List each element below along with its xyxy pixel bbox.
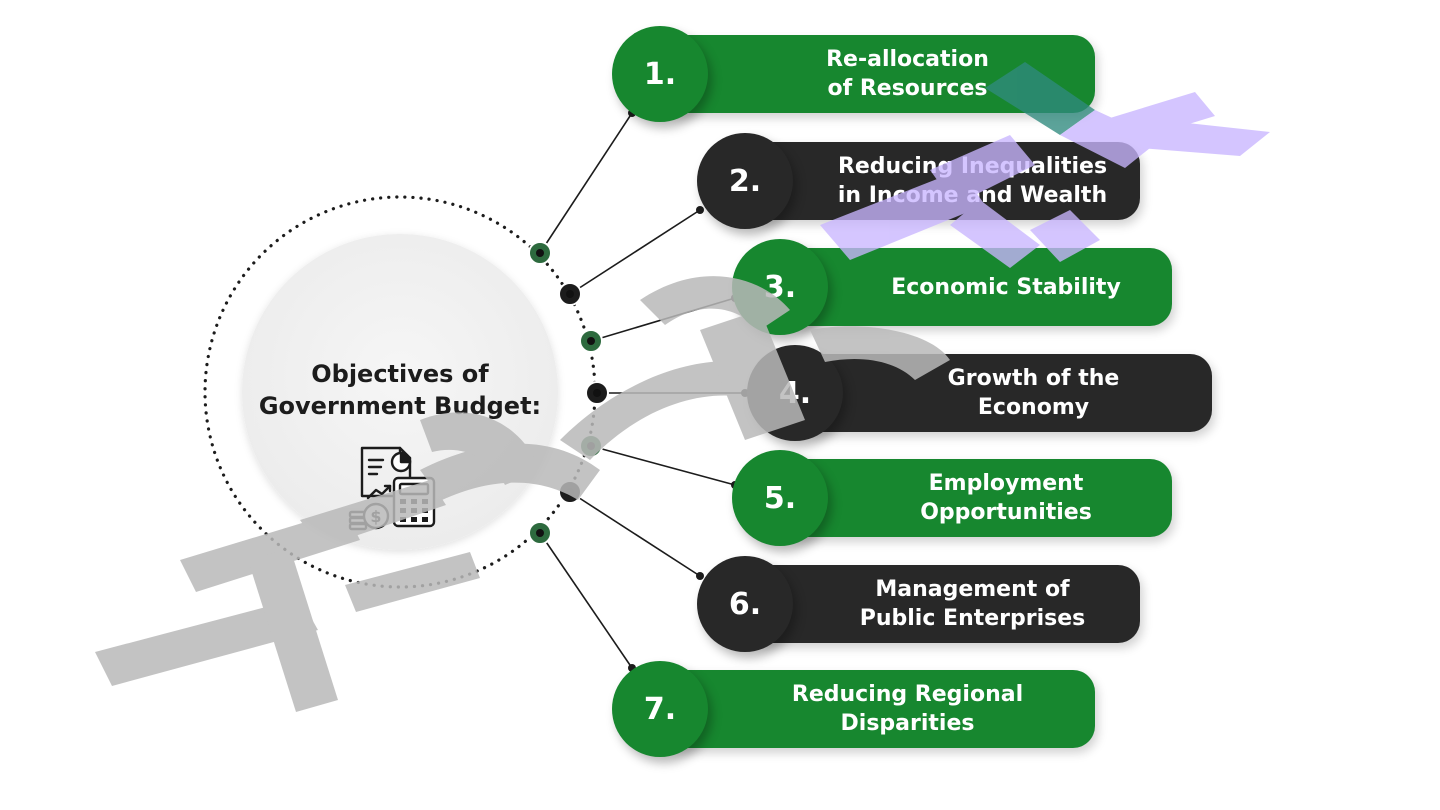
- svg-text:$: $: [370, 507, 381, 526]
- objective-pill-6: Management of Public Enterprises: [745, 565, 1140, 643]
- objective-1-line-1: Re-allocation: [826, 47, 989, 72]
- objective-pill-1: Re-allocation of Resources: [660, 35, 1095, 113]
- objective-badge-4: 4.: [747, 345, 843, 441]
- connector-line-7: [539, 532, 633, 669]
- objective-badge-1: 1.: [612, 26, 708, 122]
- objective-6-line-2: Public Enterprises: [859, 606, 1086, 631]
- objective-pill-2: Reducing Inequalities in Income and Weal…: [745, 142, 1140, 220]
- objective-4-line-2: Economy: [977, 395, 1090, 420]
- objective-pill-7: Reducing Regional Disparities: [660, 670, 1095, 748]
- objective-pill-4: Growth of the Economy: [795, 354, 1212, 432]
- objective-3-line-1: Economic Stability: [891, 274, 1121, 300]
- connector-end-6: [696, 572, 704, 580]
- objective-5-line-2: Opportunities: [920, 500, 1092, 525]
- center-title-line-1: Objectives of: [311, 360, 489, 388]
- objective-5-line-1: Employment: [928, 471, 1084, 496]
- center-title: Objectives of Government Budget:: [230, 358, 570, 422]
- objective-7-line-2: Disparities: [840, 711, 975, 736]
- objective-1-line-2: of Resources: [827, 76, 988, 101]
- objective-pill-5: Employment Opportunities: [780, 459, 1172, 537]
- connector-line-5: [590, 445, 736, 486]
- objective-pill-3: Economic Stability: [780, 248, 1172, 326]
- center-title-line-2: Government Budget:: [258, 392, 542, 420]
- ring-dot-center-1: [536, 249, 544, 257]
- ring-dot-center-5: [587, 442, 595, 450]
- objective-6-line-1: Management of: [875, 577, 1070, 602]
- ring-dot-center-3: [587, 337, 595, 345]
- objective-badge-2: 2.: [697, 133, 793, 229]
- objective-badge-6: 6.: [697, 556, 793, 652]
- objective-badge-3: 3.: [732, 239, 828, 335]
- ring-dot-center-7: [536, 529, 544, 537]
- objective-4-line-1: Growth of the: [947, 366, 1120, 391]
- objective-2-line-1: Reducing Inequalities: [837, 154, 1108, 179]
- objective-badge-5: 5.: [732, 450, 828, 546]
- objective-badge-7: 7.: [612, 661, 708, 757]
- ring-dot-center-6: [566, 488, 574, 496]
- connector-line-6: [569, 491, 701, 577]
- ring-dot-center-2: [566, 290, 574, 298]
- connector-end-2: [696, 206, 704, 214]
- objective-7-line-1: Reducing Regional: [791, 682, 1024, 707]
- objective-2-line-2: in Income and Wealth: [837, 183, 1108, 208]
- connector-line-3: [590, 297, 736, 342]
- connector-line-2: [569, 209, 701, 295]
- connector-line-1: [539, 112, 633, 254]
- ring-dot-center-4: [593, 389, 601, 397]
